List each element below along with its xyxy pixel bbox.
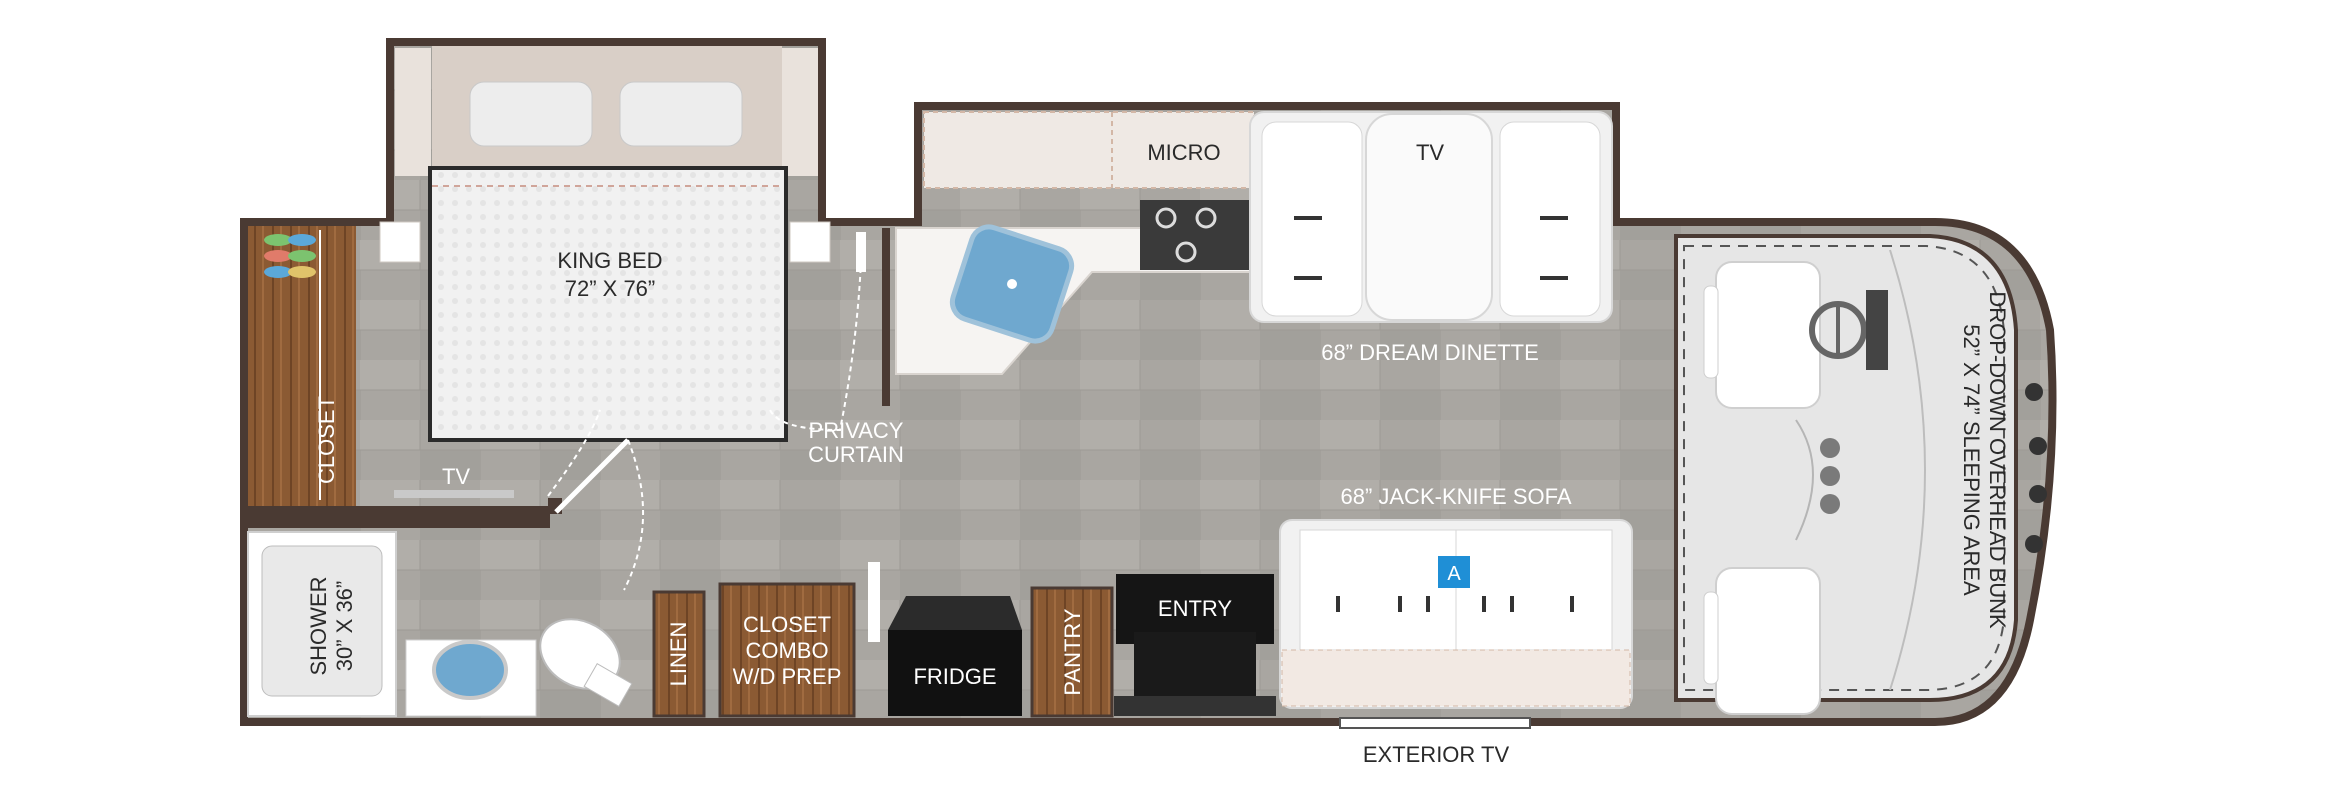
- pantry-cabinet: [1030, 586, 1114, 718]
- closet-combo-label-line1: CLOSET: [743, 612, 831, 637]
- bathroom: [247, 531, 633, 717]
- closet-combo-label-line3: W/D PREP: [733, 664, 842, 689]
- fridge-label: FRIDGE: [913, 664, 996, 689]
- jackknife-sofa-label: 68” JACK-KNIFE SOFA: [1340, 484, 1571, 509]
- linen-label: LINEN: [666, 622, 691, 687]
- hanging-items-icon: [264, 234, 316, 278]
- steering-wheel-icon: [1809, 301, 1867, 359]
- toilet-icon: [539, 618, 633, 707]
- closet-combo-label-line2: COMBO: [745, 638, 828, 663]
- exterior-tv-marker: [1339, 717, 1531, 729]
- exterior-tv-label: EXTERIOR TV: [1363, 742, 1510, 767]
- privacy-curtain: [769, 228, 890, 432]
- jackknife-sofa: [1279, 519, 1633, 709]
- micro-label: MICRO: [1147, 140, 1220, 165]
- privacy-curtain-label-line1: PRIVACY: [809, 418, 904, 443]
- bunk-label-line1: DROP-DOWN OVERHEAD BUNK: [1985, 291, 2010, 629]
- bedroom-side-panels: [379, 48, 831, 263]
- bedroom-closet-label: CLOSET: [314, 396, 339, 484]
- closet-combo: [718, 582, 856, 718]
- bedroom-partition: [244, 409, 645, 591]
- linen-cabinet: [652, 590, 706, 718]
- bedroom-closet: [248, 226, 356, 506]
- headlights-icon: [2025, 383, 2047, 553]
- galley: [895, 111, 1255, 375]
- bathroom-sink-icon: [432, 640, 508, 700]
- dinette-tv-label: TV: [1416, 140, 1444, 165]
- fridge: [868, 562, 1022, 716]
- king-bed: [428, 46, 788, 442]
- cockpit-area: [1674, 234, 2047, 715]
- privacy-curtain-label-line2: CURTAIN: [808, 442, 904, 467]
- entry-step: [1114, 574, 1276, 716]
- king-bed-size-label: 72” X 76”: [565, 276, 656, 301]
- coach-walls: [240, 38, 2057, 726]
- sofa-marker-badge: A: [1438, 556, 1470, 588]
- shower-label-line2: 30” X 36”: [332, 581, 357, 672]
- kitchen-sink-icon: [949, 224, 1075, 344]
- bedroom-tv-label: TV: [442, 464, 470, 489]
- bunk-label-line2: 52” X 74” SLEEPING AREA: [1959, 324, 1984, 596]
- dream-dinette: [1249, 111, 1613, 323]
- pantry-label: PANTRY: [1060, 608, 1085, 696]
- dream-dinette-label: 68” DREAM DINETTE: [1321, 340, 1539, 365]
- king-bed-label: KING BED: [557, 248, 662, 273]
- shower-label-line1: SHOWER: [306, 577, 331, 676]
- sofa-marker-text: A: [1447, 563, 1461, 585]
- stove-burners-icon: [1155, 207, 1217, 263]
- entry-label: ENTRY: [1158, 596, 1232, 621]
- dash-vents-icon: [1820, 438, 1840, 514]
